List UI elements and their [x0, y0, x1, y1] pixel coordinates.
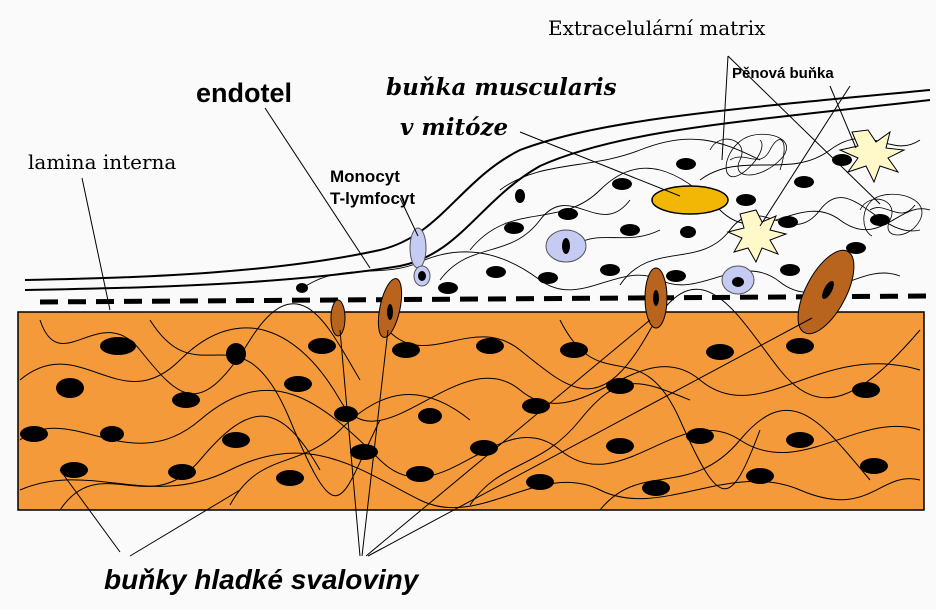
foam-cell-label: Pěnová buňka	[732, 66, 834, 81]
muscularis-cell-label-line1: buňka muscularis	[386, 76, 617, 99]
lamina-interna-label: lamina interna	[28, 152, 176, 172]
t-lymphocyte-label: T-lymfocyt	[330, 190, 415, 207]
lamina-interna-line	[40, 296, 930, 302]
smooth-muscle-cells-label: buňky hladké svaloviny	[104, 566, 418, 594]
endothelium-label: endotel	[196, 80, 292, 107]
extracellular-matrix-label: Extracelulární matrix	[548, 18, 765, 38]
monocyte-label: Monocyt	[330, 168, 400, 185]
foam-cells	[728, 130, 904, 262]
mitotic-cell	[652, 186, 728, 214]
tunica-media-layer	[18, 312, 924, 510]
muscularis-cell-label-line2: v mitóze	[400, 116, 508, 139]
